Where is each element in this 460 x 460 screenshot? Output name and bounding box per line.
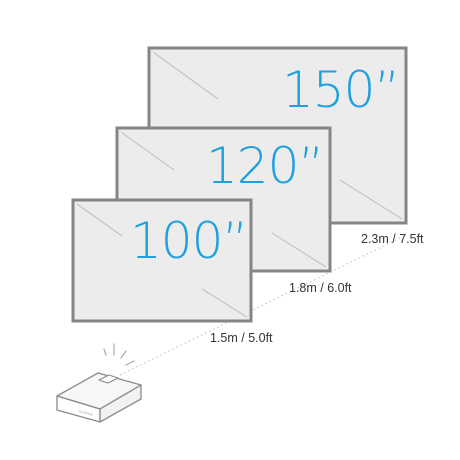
distance-label-120: 1.8m / 6.0ft	[289, 281, 352, 295]
projection-beam-line	[119, 235, 405, 376]
projector-brand-logo: ELEPHAS	[79, 409, 93, 417]
screen-150-glare-bottom	[339, 179, 403, 220]
screen-120-glare-bottom	[271, 232, 327, 268]
distance-label-150: 2.3m / 7.5ft	[361, 232, 424, 246]
projector-light-rays	[103, 343, 135, 366]
screen-100-size-label: 100”	[130, 212, 247, 270]
screen-150-size-label: 150”	[282, 61, 399, 119]
screen-120-size-label: 120”	[206, 137, 323, 195]
projector-right-face	[99, 384, 142, 423]
projector-icon: ELEPHAS	[56, 343, 142, 423]
screen-150-glare-top	[152, 51, 219, 100]
projector-lens	[98, 374, 119, 384]
distance-label-100: 1.5m / 5.0ft	[210, 331, 273, 345]
screen-100: 100”	[71, 198, 253, 323]
screen-100-glare-bottom	[201, 288, 248, 318]
screen-100-glare-top	[76, 203, 123, 237]
screen-120-glare-top	[120, 131, 175, 171]
